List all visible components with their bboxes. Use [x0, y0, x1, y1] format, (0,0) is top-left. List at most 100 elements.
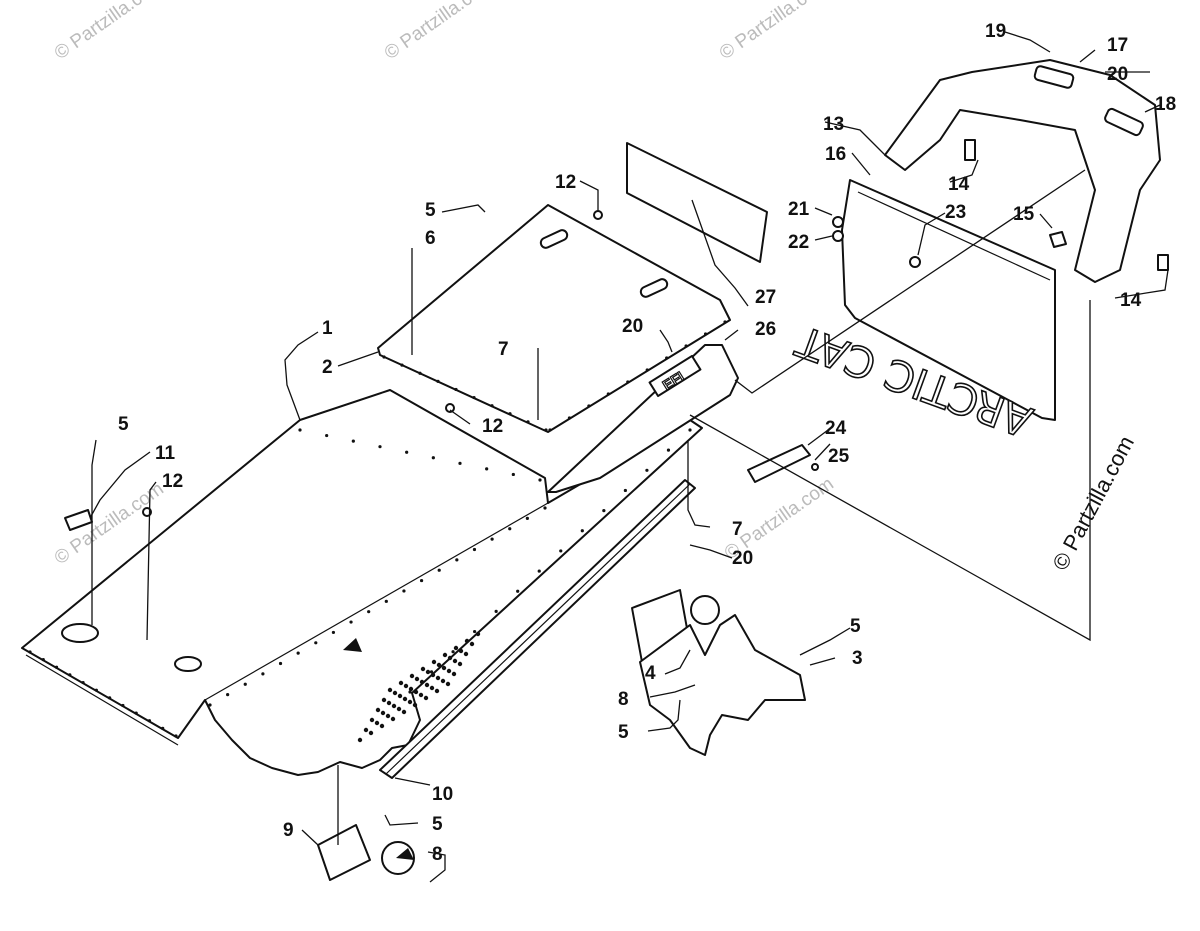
rivet-hole [526, 420, 530, 424]
rivet-hole [431, 456, 435, 460]
callout-2: 2 [322, 357, 333, 378]
callout-5c: 5 [850, 616, 861, 637]
vent-hole [451, 671, 457, 677]
fasteners [142, 139, 1169, 517]
rivet-hole [508, 527, 512, 531]
rivet-hole [688, 428, 692, 432]
rivet-hole [408, 690, 412, 694]
callout-8a: 8 [618, 689, 629, 710]
callout-24: 24 [825, 418, 847, 439]
rivet-hole [436, 379, 440, 383]
rivet-hole [544, 428, 548, 432]
callout-25: 25 [828, 446, 850, 467]
callout-20c: 20 [732, 548, 753, 569]
callout-7a: 7 [498, 339, 509, 360]
callout-6: 6 [425, 228, 436, 249]
rivet-hole [538, 478, 542, 482]
callout-26: 26 [755, 319, 776, 340]
vent-hole [387, 687, 393, 693]
rivet-hole [68, 673, 72, 677]
vent-hole [374, 720, 380, 726]
vent-hole [418, 692, 424, 698]
rivet-hole [543, 506, 547, 510]
vent-hole [424, 682, 430, 688]
rivet-holes [28, 320, 727, 743]
callout-5e: 5 [432, 814, 443, 835]
vent-hole [408, 686, 414, 692]
vent-hole [363, 727, 369, 733]
callout-12a: 12 [555, 172, 576, 193]
callouts: 1 2 3 4 5 5 5 5 5 6 7 7 8 8 9 10 11 12 1… [118, 21, 1176, 865]
callout-18: 18 [1155, 94, 1176, 115]
callout-20b: 20 [622, 316, 643, 337]
rivet-hole [511, 472, 515, 477]
rivet-hole [325, 433, 329, 438]
vent-hole [453, 645, 459, 651]
callout-19: 19 [985, 21, 1006, 42]
rivet-hole [666, 448, 671, 452]
vent-hole [390, 716, 396, 722]
vent-hole [469, 641, 475, 647]
vent-hole [419, 679, 425, 685]
rivet-hole [494, 609, 498, 613]
rivet-hole [331, 630, 336, 635]
vent-hole [435, 675, 441, 681]
rivet-hole [351, 439, 355, 443]
vent-hole [440, 678, 446, 684]
vent-hole [401, 709, 407, 715]
rivet-hole [645, 368, 649, 372]
vent-hole [412, 702, 418, 708]
vent-hole [423, 695, 429, 701]
vent-hole [420, 666, 426, 672]
rivet-hole [587, 404, 591, 408]
vent-hole [431, 659, 437, 665]
copyright-text: © Partzilla.com [1047, 432, 1139, 575]
vent-hole [445, 681, 451, 687]
watermark-2: © Partzilla.com [381, 0, 498, 64]
vent-hole [391, 703, 397, 709]
decal-part-27 [626, 142, 768, 263]
vent-hole [368, 730, 374, 736]
callout-12c: 12 [162, 471, 183, 492]
callout-3: 3 [852, 648, 863, 669]
rivet-hole [623, 488, 627, 493]
vent-hole [403, 683, 409, 689]
bracket-part-24 [747, 444, 811, 483]
vent-hole [409, 673, 415, 679]
callout-9: 9 [283, 820, 294, 841]
callout-5a: 5 [425, 200, 436, 221]
tunnel-part-1 [21, 389, 703, 776]
rivet-hole [684, 344, 688, 348]
vent-hole [369, 717, 375, 723]
rivet-hole [147, 719, 152, 723]
rivet-hole [81, 680, 85, 685]
callout-5b: 5 [118, 414, 129, 435]
vent-hole [430, 672, 436, 678]
vent-hole [386, 700, 392, 706]
rivet-hole [94, 688, 98, 692]
rivet-hole [451, 650, 455, 654]
vent-hole [475, 631, 481, 637]
rivet-hole [41, 658, 45, 662]
rivet-hole [458, 461, 462, 465]
rivet-hole [400, 363, 404, 367]
rivet-hole [278, 661, 283, 666]
grab-bar-part-13 [884, 59, 1161, 283]
seat-plate-part-2 [377, 204, 731, 433]
rivet-hole [454, 387, 458, 392]
rivet-hole [472, 547, 477, 552]
rivet-hole [405, 450, 409, 454]
vent-hole [429, 685, 435, 691]
rivet-hole [174, 734, 178, 738]
watermark-3: © Partzilla.com [716, 0, 833, 64]
rivet-hole [473, 629, 477, 634]
rivet-hole [402, 589, 406, 593]
callout-4: 4 [645, 663, 656, 684]
rivet-hole [419, 578, 424, 583]
rivet-hole [537, 569, 541, 573]
rivet-hole [559, 549, 563, 553]
rivet-hole [516, 589, 520, 593]
rivet-hole [418, 371, 422, 375]
callout-1: 1 [322, 318, 333, 339]
rivet-hole [108, 696, 112, 700]
